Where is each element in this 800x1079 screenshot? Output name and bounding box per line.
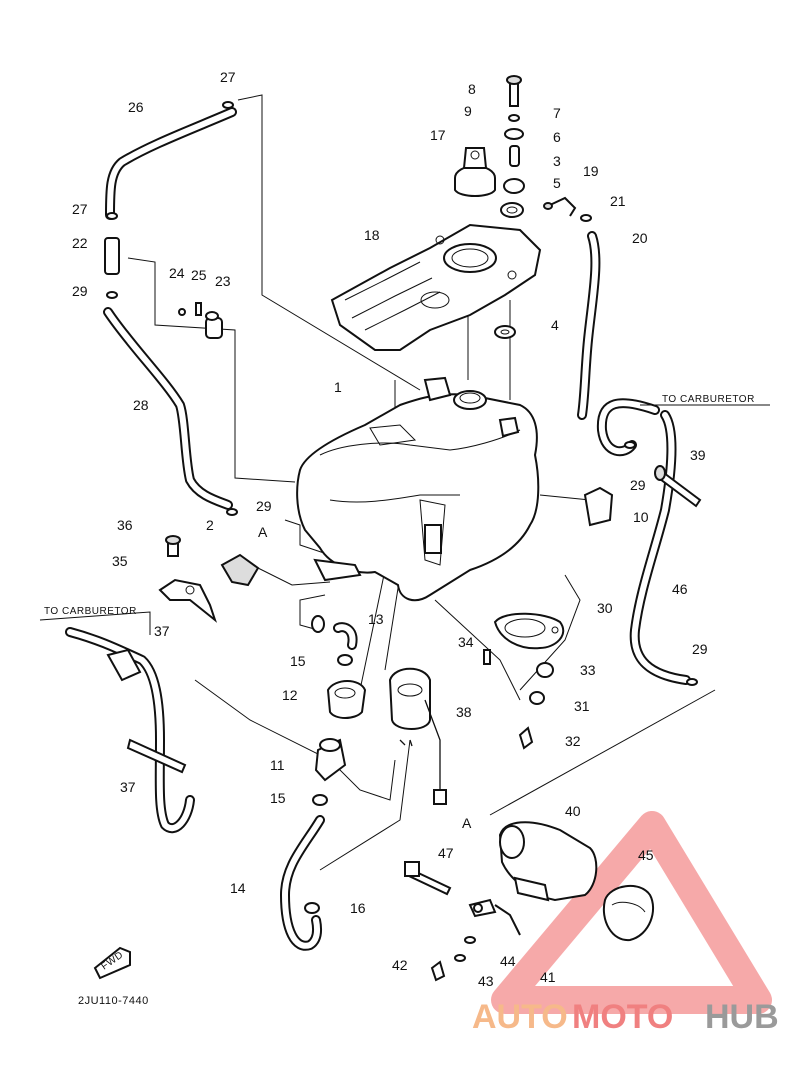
- part-number-4: 4: [551, 317, 559, 333]
- bolt-39: [654, 465, 702, 508]
- part-number-1: 1: [334, 379, 342, 395]
- part-number-19: 19: [583, 163, 599, 179]
- part-number-39: 39: [690, 447, 706, 463]
- fuel-tank-1: [296, 376, 540, 602]
- part-number-37: 37: [120, 779, 136, 795]
- part-number-8: 8: [468, 81, 476, 97]
- part-number-6: 6: [553, 129, 561, 145]
- clamps-and-bracket: [304, 486, 614, 914]
- hose-clip-37: [106, 648, 187, 774]
- part-number-29: 29: [256, 498, 272, 514]
- watermark-auto: AUTO: [472, 998, 568, 1036]
- part-number-43: 43: [478, 973, 494, 989]
- part-number-41: 41: [540, 969, 556, 985]
- part-number-15: 15: [270, 790, 286, 806]
- part-number-35: 35: [112, 553, 128, 569]
- part-number-11: 11: [270, 757, 285, 773]
- part-number-27: 27: [220, 69, 236, 85]
- part-number-31: 31: [574, 698, 590, 714]
- part-number-37: 37: [154, 623, 170, 639]
- part-number-26: 26: [128, 99, 144, 115]
- part-number-17: 17: [430, 127, 446, 143]
- tank-top-plate-18: [330, 223, 542, 351]
- mount-parts: [158, 535, 362, 623]
- part-number-38: 38: [456, 704, 472, 720]
- part-number-12: 12: [282, 687, 298, 703]
- part-number-45: 45: [638, 847, 654, 863]
- hose-26: [105, 107, 237, 220]
- part-number-15: 15: [290, 653, 306, 669]
- part-number-14: 14: [230, 880, 246, 896]
- fwd-arrow-icon: FWD: [93, 946, 131, 980]
- part-number-2: 2: [206, 517, 214, 533]
- part-number-29: 29: [72, 283, 88, 299]
- part-number-27: 27: [72, 201, 88, 217]
- part-number-25: 25: [191, 267, 207, 283]
- drawing-code: 2JU110-7440: [78, 995, 149, 1007]
- part-number-7: 7: [553, 105, 561, 121]
- coil-assembly: [404, 821, 655, 982]
- hose-46: [596, 398, 691, 685]
- part-number-18: 18: [364, 227, 380, 243]
- ref-a-lower: A: [462, 815, 472, 831]
- small-fittings: [104, 101, 698, 686]
- watermark-moto: MOTO: [572, 998, 673, 1036]
- part-number-47: 47: [438, 845, 454, 861]
- part-number-36: 36: [117, 517, 133, 533]
- part-number-40: 40: [565, 803, 581, 819]
- part-number-34: 34: [458, 634, 474, 650]
- to-carburetor-right-label: TO CARBURETOR: [662, 394, 755, 405]
- to-carburetor-left-label: TO CARBURETOR: [44, 606, 137, 617]
- part-number-22: 22: [72, 235, 88, 251]
- part-number-29: 29: [630, 477, 646, 493]
- part-number-9: 9: [464, 103, 472, 119]
- watermark-hub: HUB: [705, 998, 779, 1036]
- fuel-components: [314, 667, 447, 805]
- part-number-24: 24: [169, 265, 185, 281]
- part-number-13: 13: [368, 611, 384, 627]
- part-number-21: 21: [610, 193, 626, 209]
- part-number-28: 28: [133, 397, 149, 413]
- part-number-3: 3: [553, 153, 561, 169]
- hose-20: [577, 231, 601, 420]
- watermark-text: AUTO MOTO HUB: [472, 998, 779, 1036]
- part-number-29: 29: [692, 641, 708, 657]
- part-number-5: 5: [553, 175, 561, 191]
- fuel-cap-17: [454, 147, 496, 197]
- part-number-42: 42: [392, 957, 408, 973]
- part-number-32: 32: [565, 733, 581, 749]
- hardware-stack: [494, 75, 525, 339]
- part-number-10: 10: [633, 509, 649, 525]
- part-number-44: 44: [500, 953, 516, 969]
- part-number-23: 23: [215, 273, 231, 289]
- part-number-30: 30: [597, 600, 613, 616]
- part-number-20: 20: [632, 230, 648, 246]
- part-number-16: 16: [350, 900, 366, 916]
- part-number-callouts: 1234567891011121314151516171819202122232…: [72, 69, 708, 989]
- part-number-33: 33: [580, 662, 596, 678]
- hose-14: [280, 815, 325, 951]
- watermark-triangle: [491, 811, 772, 1014]
- ref-a-upper: A: [258, 524, 268, 540]
- hose-28: [103, 307, 233, 510]
- part-number-46: 46: [672, 581, 688, 597]
- hose-13: [333, 622, 358, 650]
